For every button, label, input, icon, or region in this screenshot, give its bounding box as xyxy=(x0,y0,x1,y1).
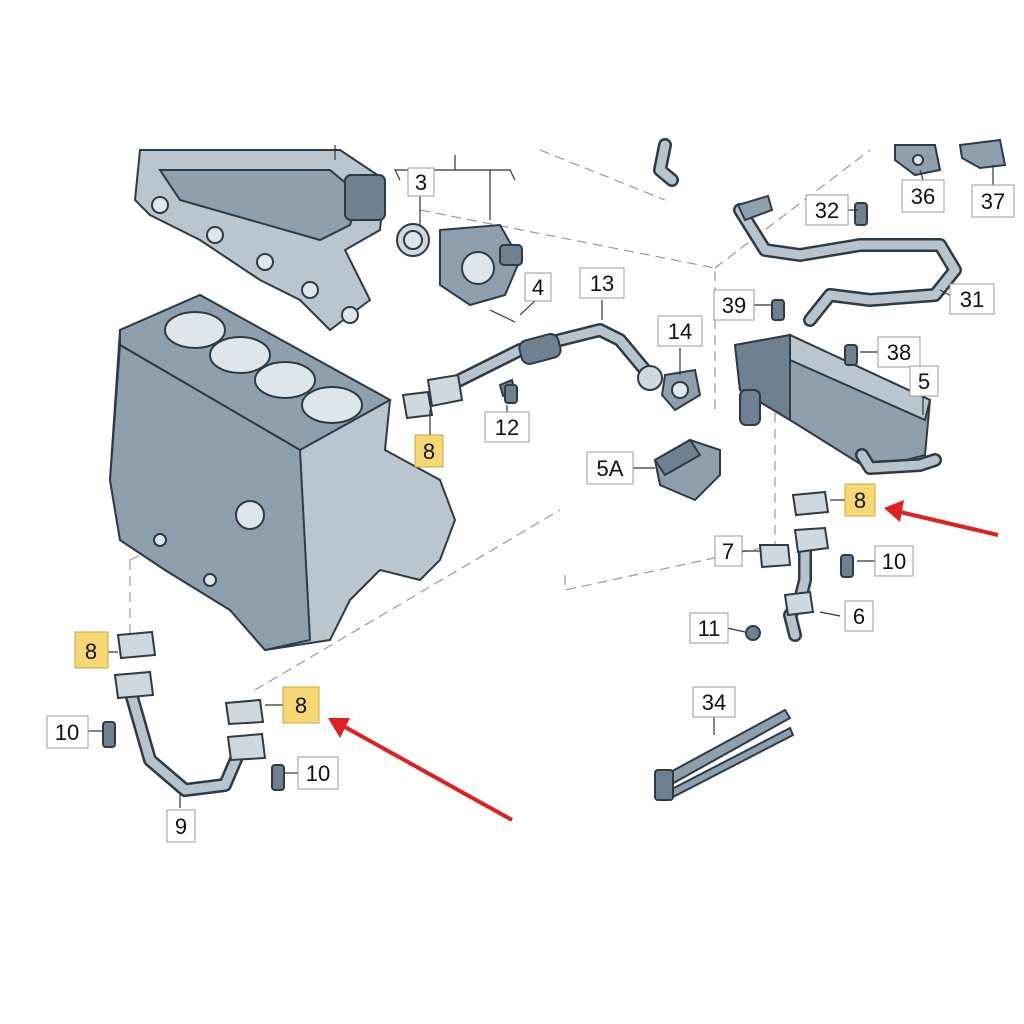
label-7: 7 xyxy=(722,539,734,564)
label-36: 36 xyxy=(911,184,935,209)
callout-3: 3 xyxy=(407,167,435,197)
bolts xyxy=(102,202,868,791)
callout-38: 38 xyxy=(877,336,921,368)
callout-10-right: 10 xyxy=(874,545,914,577)
callout-34: 34 xyxy=(692,686,736,718)
label-11: 11 xyxy=(698,616,721,641)
callout-31: 31 xyxy=(949,283,995,315)
callout-8-bottom: 8 xyxy=(282,686,320,724)
callout-7: 7 xyxy=(714,535,743,567)
label-3: 3 xyxy=(415,170,427,195)
label-34: 34 xyxy=(702,690,726,715)
label-8-right: 8 xyxy=(854,488,866,513)
callout-14: 14 xyxy=(657,315,703,347)
callout-5: 5 xyxy=(909,365,939,397)
red-arrow-right xyxy=(884,500,999,537)
callout-37: 37 xyxy=(971,184,1015,218)
label-5: 5 xyxy=(918,369,930,394)
label-37: 37 xyxy=(981,189,1005,214)
label-10-right: 10 xyxy=(882,549,906,574)
connecting-pipe-right xyxy=(758,490,830,642)
callout-13: 13 xyxy=(579,267,625,299)
throttle-housing xyxy=(396,223,523,323)
vacuum-hose xyxy=(733,194,962,327)
label-5a: 5A xyxy=(597,456,624,481)
callout-39: 39 xyxy=(713,289,755,321)
callout-32: 32 xyxy=(805,194,849,226)
label-32: 32 xyxy=(815,198,839,223)
callout-10-left: 10 xyxy=(46,715,89,749)
sensor-bracket xyxy=(894,138,1007,177)
red-arrow-bottom xyxy=(328,718,513,822)
label-10-left: 10 xyxy=(55,720,79,745)
callout-36: 36 xyxy=(901,179,945,213)
pipe-stub xyxy=(653,138,679,187)
label-31: 31 xyxy=(960,287,984,312)
egr-cooler xyxy=(733,333,942,475)
label-8-bottom: 8 xyxy=(295,693,307,718)
label-12: 12 xyxy=(495,415,519,440)
engine-block xyxy=(108,293,457,652)
label-4: 4 xyxy=(532,275,544,300)
label-9: 9 xyxy=(175,814,187,839)
label-13: 13 xyxy=(590,271,614,296)
callout-9: 9 xyxy=(166,809,196,843)
callout-5a: 5A xyxy=(586,451,634,485)
callout-11: 11 xyxy=(689,612,729,644)
sensor-probe xyxy=(654,708,795,801)
callout-8-left: 8 xyxy=(74,631,109,669)
label-38: 38 xyxy=(887,340,911,365)
heat-shield xyxy=(653,438,721,502)
callout-8-right: 8 xyxy=(844,483,876,517)
intake-manifold xyxy=(133,149,387,332)
label-8-center: 8 xyxy=(423,439,435,464)
connecting-pipe-left xyxy=(113,630,267,797)
label-14: 14 xyxy=(668,319,692,344)
egr-pipe xyxy=(401,323,702,420)
callout-10-bottom: 10 xyxy=(297,756,339,790)
label-39: 39 xyxy=(722,293,746,318)
label-6: 6 xyxy=(853,604,865,629)
label-8-left: 8 xyxy=(85,639,97,664)
label-10-bottom: 10 xyxy=(306,761,330,786)
callout-12: 12 xyxy=(484,411,530,443)
callout-6: 6 xyxy=(844,600,874,632)
callout-8-center: 8 xyxy=(414,434,444,468)
callout-4: 4 xyxy=(524,272,552,302)
dashed-guides xyxy=(129,149,871,691)
